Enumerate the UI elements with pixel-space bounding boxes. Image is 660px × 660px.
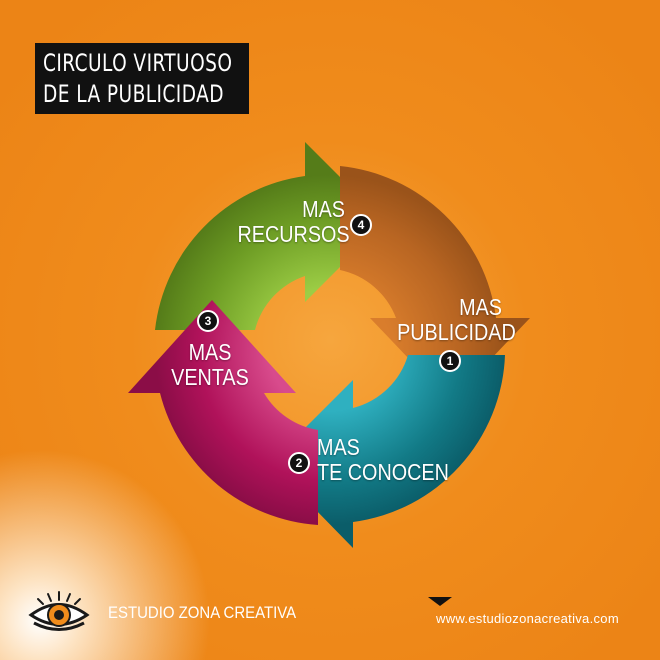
step-3-badge: 3 — [197, 310, 219, 332]
step-1-badge: 1 — [439, 350, 461, 372]
step-3-label: MAS VENTAS — [160, 340, 260, 390]
step-4-label: MAS RECURSOS — [220, 196, 350, 247]
step-2-line-1: MAS — [317, 434, 360, 460]
step-1-line-1: MAS — [459, 294, 502, 320]
website-link[interactable]: www.estudiozonacreativa.com — [436, 611, 619, 626]
segment-publicidad — [340, 166, 530, 402]
title-line-1: CIRCULO VIRTUOSO — [43, 49, 233, 77]
segment-recursos — [155, 142, 385, 330]
step-3-line-1: MAS — [188, 339, 232, 365]
title-line-2: DE LA PUBLICIDAD — [43, 80, 224, 108]
step-4-line-2: RECURSOS — [237, 221, 350, 247]
step-4-line-1: MAS — [302, 196, 345, 222]
step-1-line-2: PUBLICIDAD — [397, 319, 516, 345]
step-3-line-2: VENTAS — [171, 364, 249, 390]
eye-icon — [28, 591, 90, 631]
segment-ventas — [128, 300, 318, 525]
brand-name: ESTUDIO ZONA CREATIVA — [108, 603, 297, 622]
step-2-line-2: TE CONOCEN — [317, 459, 449, 485]
step-1-label: MAS PUBLICIDAD — [380, 294, 516, 345]
triangle-down-icon — [428, 597, 452, 606]
segment-te-conocen — [270, 355, 505, 548]
title-box: CIRCULO VIRTUOSO DE LA PUBLICIDAD — [35, 43, 249, 114]
step-2-badge: 2 — [288, 452, 310, 474]
step-2-label: MAS TE CONOCEN — [317, 434, 449, 485]
step-4-badge: 4 — [350, 214, 372, 236]
